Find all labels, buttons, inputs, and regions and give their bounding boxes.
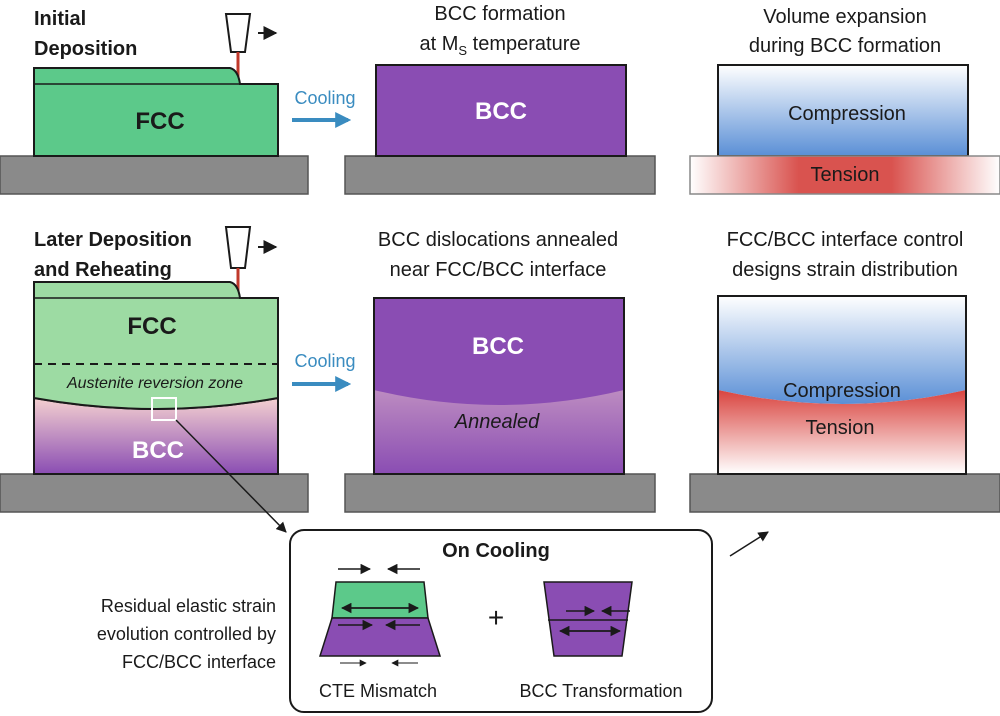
cte-mismatch-diagram: [318, 563, 442, 667]
tension-substrate-1: [689, 155, 1000, 195]
compression-block-1: [717, 64, 969, 157]
fcc-label-1: FCC: [135, 108, 184, 135]
row2-panel3-title2: designs strain distribution: [732, 259, 958, 281]
compression-label-1: Compression: [788, 103, 906, 125]
reversion-label: Austenite reversion zone: [66, 375, 243, 392]
substrate-5: [689, 473, 1000, 513]
fcc-label-2: FCC: [127, 313, 176, 340]
bcc-transformation-diagram: [543, 581, 633, 657]
bcc-label-2: BCC: [132, 437, 184, 464]
tension-label-1: Tension: [811, 164, 880, 186]
substrate-4: [344, 473, 656, 513]
zoom-pointer-arrow: [175, 419, 287, 533]
bcc-top-region: [374, 298, 624, 405]
row1-panel2-title1: BCC formation: [434, 3, 565, 25]
tension-region-2: [718, 390, 966, 474]
row2-title-line1: Later Deposition: [34, 229, 192, 251]
row2-panel2-title1: BCC dislocations annealed: [378, 229, 618, 251]
strain-block-2: [717, 295, 967, 475]
row1-title-line1: Initial: [34, 8, 86, 30]
tension-label-2: Tension: [806, 417, 875, 439]
substrate-2: [344, 155, 656, 195]
bcc-transformation-label: BCC Transformation: [519, 681, 682, 701]
row1-title-line2: Deposition: [34, 38, 137, 60]
side-note-line1: Residual elastic strain: [101, 596, 276, 616]
row1-panel3-title2: during BCC formation: [749, 35, 941, 57]
compression-label-2: Compression: [783, 380, 901, 402]
side-note-line3: FCC/BCC interface: [122, 652, 276, 672]
bcc-block-1: [375, 64, 627, 157]
nozzle-icon: [224, 226, 278, 296]
row2-title-line2: and Reheating: [34, 259, 172, 281]
plus-sign: +: [488, 602, 504, 633]
row2-panel3-title1: FCC/BCC interface control: [727, 229, 964, 251]
on-cooling-inset: [289, 529, 713, 713]
inset-title: On Cooling: [442, 540, 550, 562]
nozzle-icon: [224, 13, 278, 82]
zoom-box: [151, 397, 177, 421]
fcc-block-2: [33, 281, 279, 410]
cooling-label-1: Cooling: [294, 88, 355, 108]
side-note-line2: evolution controlled by: [97, 624, 276, 644]
cte-mismatch-label: CTE Mismatch: [319, 681, 437, 701]
row1-panel2-title2: at MS temperature: [420, 33, 581, 58]
compression-region-2: [718, 296, 966, 404]
fcc-block-1: [33, 67, 279, 157]
bcc-label-1: BCC: [475, 98, 527, 125]
result-pointer-arrow: [729, 531, 769, 557]
cooling-label-2: Cooling: [294, 351, 355, 371]
row1-panel3-title1: Volume expansion: [763, 6, 926, 28]
substrate-1: [0, 155, 309, 195]
annealed-label: Annealed: [454, 411, 540, 433]
bcc-label-3: BCC: [472, 333, 524, 360]
row2-panel2-title2: near FCC/BCC interface: [390, 259, 607, 281]
